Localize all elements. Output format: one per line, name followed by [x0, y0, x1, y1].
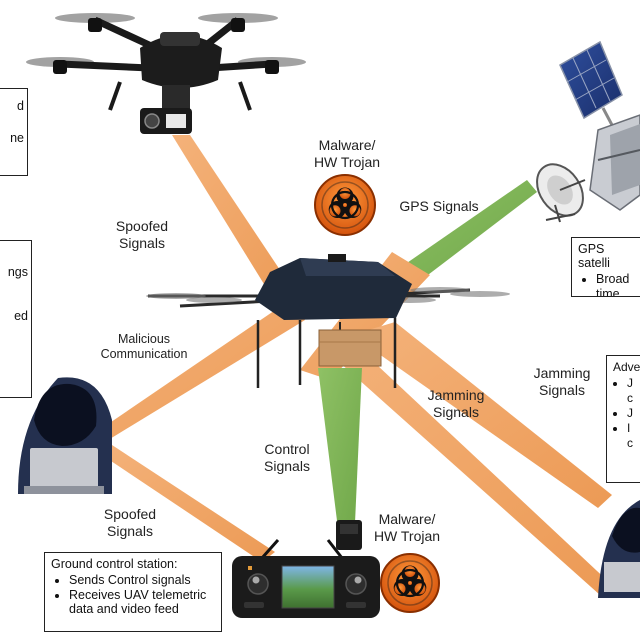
- beam-spoofed-top: [172, 135, 300, 310]
- label-malware-top: Malware/ HW Trojan: [313, 137, 381, 170]
- hacker-left-icon: [18, 377, 112, 494]
- box-adversary-title: Adve: [613, 360, 640, 374]
- box-gps-item-2: time.: [596, 287, 624, 297]
- box-adversary-item-4: I: [627, 421, 639, 435]
- label-control-signals: Control Signals: [264, 441, 310, 474]
- beam-control-signals: [318, 368, 362, 545]
- label-jamming-mid: Jamming Signals: [427, 387, 485, 420]
- info-box-top-left: d ne: [0, 88, 28, 176]
- box-adversary-item-2: c: [627, 391, 633, 405]
- label-gps-signals: GPS Signals: [399, 198, 479, 214]
- box-mid-left-line-2: [0, 279, 28, 309]
- box-top-left-line-2: [0, 113, 24, 131]
- delivery-drone-icon: [146, 254, 510, 388]
- box-mid-left-line-3: ed: [14, 309, 28, 323]
- beam-jamming-right-lower: [320, 335, 612, 595]
- box-top-left-line-1: d: [17, 99, 24, 113]
- label-spoofed-signals-top: Spoofed Signals: [115, 218, 169, 251]
- biohazard-top-icon: [314, 174, 376, 236]
- ground-control-remote-icon: [232, 520, 380, 618]
- beam-malicious-communication: [92, 300, 305, 445]
- info-box-ground-station: Ground control station: Sends Control si…: [44, 552, 222, 632]
- box-adversary-item-1: J: [627, 376, 639, 390]
- box-adversary-item-5: c: [627, 436, 633, 450]
- label-jamming-right: Jamming Signals: [533, 365, 591, 398]
- biohazard-bottom-icon: [380, 553, 440, 613]
- box-gps-title: GPS satelli: [578, 242, 610, 270]
- gps-satellite-icon: [536, 40, 640, 223]
- label-malware-bottom: Malware/ HW Trojan: [373, 511, 441, 544]
- box-ground-title: Ground control station:: [51, 557, 178, 571]
- box-mid-left-line-1: ngs: [7, 265, 28, 279]
- box-ground-item-2: Receives UAV telemetric data and video f…: [69, 588, 215, 616]
- hacker-right-icon: [598, 500, 640, 598]
- label-spoofed-signals-bottom: Spoofed Signals: [103, 506, 157, 539]
- beam-spoofed-bottom: [102, 445, 275, 562]
- info-box-adversary: Adve J c J I c: [606, 355, 640, 483]
- box-gps-item-1: Broad: [596, 272, 636, 286]
- info-box-gps-satellite: GPS satelli Broad time.: [571, 237, 640, 297]
- box-top-left-line-3: ne: [10, 131, 24, 145]
- beam-jamming-right: [352, 322, 612, 508]
- box-ground-item-1: Sends Control signals: [69, 573, 215, 587]
- box-adversary-item-3: J: [627, 406, 639, 420]
- quadcopter-drone-icon: [26, 13, 306, 134]
- label-malicious-communication: Malicious Communication: [100, 332, 188, 361]
- info-box-mid-left: ngs ed: [0, 240, 32, 398]
